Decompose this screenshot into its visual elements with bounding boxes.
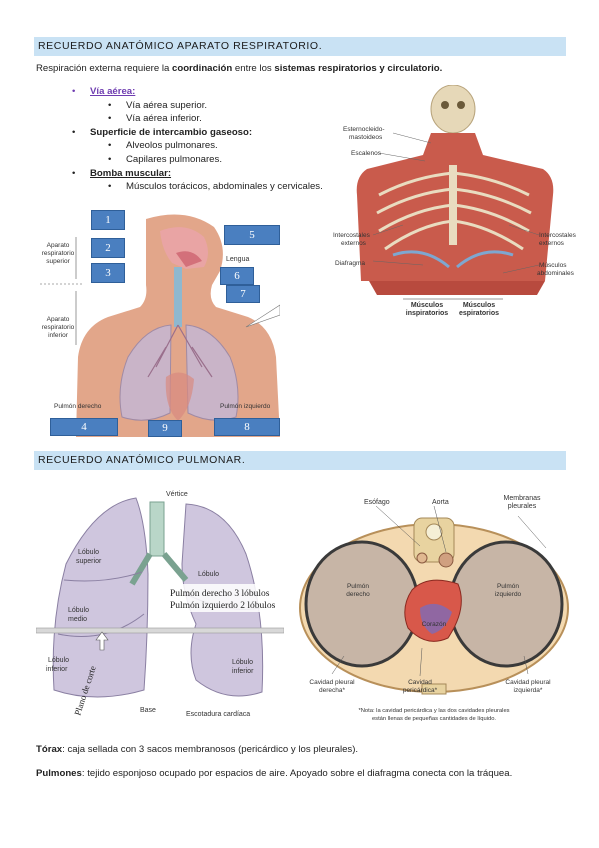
label-insp-2: inspiratorios [406,310,449,317]
label-membranas-1: Membranas [504,495,541,502]
label-aparato-inf-3: inferior [48,332,69,339]
number-box-5: 5 [224,225,280,245]
note-pulmon-izquierdo: Pulmón izquierdo 2 lóbulos [170,601,276,611]
note-pulmon-derecho: Pulmón derecho 3 lóbulos [170,589,270,599]
respiratory-system-illustration: Aparato respiratorio superior Aparato re… [36,207,280,437]
label-pulmon-der-1: Pulmón [347,583,369,590]
label-esofago: Esófago [364,499,390,506]
label-lobulo-sup-izq: Lóbulo [198,571,219,578]
label-lobulo-medio-2: medio [68,616,87,623]
label-nota-2: están llenas de pequeñas cantidades de l… [372,716,496,722]
label-aorta: Aorta [432,499,449,506]
label-corazon: Corazón [422,621,447,628]
label-musc-abd-1: Músculos [539,262,567,269]
label-vertice: Vértice [166,491,188,498]
label-cav-peri-2: pericárdica* [403,687,438,694]
lung-lobes-illustration: Pulmón derecho 3 lóbulos Pulmón izquierd… [36,484,284,720]
label-musc-abd-2: abdominales [537,270,575,277]
label-cav-peri-1: Cavidad [408,679,432,686]
number-box-2: 2 [91,238,125,258]
number-box-1: 1 [91,210,125,230]
components-list: Vía aérea: Vía aérea superior. Vía aérea… [70,85,323,194]
list-item-superficie: Superficie de intercambio gaseoso: [70,126,323,140]
list-subitem: Músculos torácicos, abdominales y cervic… [70,180,323,194]
list-subitem: Capilares pulmonares. [70,153,323,167]
label-escotadura: Escotadura cardíaca [186,711,250,718]
label-intercostales-l1: Intercostales [333,232,371,239]
label-base: Base [140,707,156,714]
list-subitem: Alveolos pulmonares. [70,139,323,153]
label-pulmon-der-2: derecho [346,591,370,598]
label-cav-izq-1: Cavidad pleural [505,679,551,686]
list-item-bomba: Bomba muscular: [70,167,323,181]
pulmones-paragraph: Pulmones: tejido esponjoso ocupado por e… [36,768,513,779]
label-cav-der-2: derecha* [319,687,345,694]
label-intercostales-l2: externos [341,240,367,247]
label-escalenos: Escalenos [351,150,382,157]
list-subitem: Vía aérea inferior. [70,112,323,126]
label-diafragma: Diafragma [335,260,365,267]
label-lobulo-inf-izq-1: Lóbulo [232,659,253,666]
list-item-via-aerea[interactable]: Vía aérea: [70,85,323,99]
label-esp-1: Músculos [463,302,495,309]
label-cav-izq-2: izquierda* [514,687,543,694]
respiratory-muscles-illustration: Esternocleido- mastoideos Escalenos Inte… [333,85,579,319]
label-aparato-inf-2: respiratorio [42,324,75,331]
label-lobulo-medio-1: Lóbulo [68,607,89,614]
label-membranas-2: pleurales [508,503,537,510]
label-lobulo-inf-izq-2: inferior [232,668,254,675]
respiratory-muscles-figure: Esternocleido- mastoideos Escalenos Inte… [333,85,579,319]
label-intercostales-r1: Intercostales [539,232,577,239]
label-pulmon-izq-2: izquierdo [495,591,522,598]
number-box-9: 9 [148,420,182,437]
section-title-pulmonar: RECUERDO ANATÓMICO PULMONAR. [34,451,566,470]
thorax-section-illustration: Esófago Aorta Membranas pleurales Pulmón… [296,488,578,724]
label-aparato-sup-2: respiratorio [42,250,75,257]
label-pulmon-izq-1: Pulmón [497,583,519,590]
label-lobulo-inferior-2: inferior [46,666,68,673]
label-lengua: Lengua [226,256,249,263]
label-esterno-2: mastoideos [349,134,383,141]
number-box-3: 3 [91,263,125,283]
lung-lobes-figure: Pulmón derecho 3 lóbulos Pulmón izquierd… [36,484,284,720]
intro-paragraph: Respiración externa requiere la coordina… [36,63,443,74]
respiratory-system-figure: Aparato respiratorio superior Aparato re… [36,207,280,437]
label-lobulo-superior-2: superior [76,558,102,565]
thorax-section-figure: Esófago Aorta Membranas pleurales Pulmón… [296,488,578,724]
label-aparato-inf-1: Aparato [47,316,70,323]
number-box-6: 6 [220,267,254,285]
number-box-4: 4 [50,418,118,436]
label-pulmon-izquierdo: Pulmón izquierdo [220,403,271,410]
label-insp-1: Músculos [411,302,443,309]
label-lobulo-superior-1: Lóbulo [78,549,99,556]
label-pulmon-derecho: Pulmón derecho [54,403,102,410]
label-cav-der-1: Cavidad pleural [309,679,355,686]
label-esterno-1: Esternocleido- [343,126,385,133]
label-aparato-sup-3: superior [46,258,70,265]
label-lobulo-inferior-1: Lóbulo [48,657,69,664]
label-nota-1: *Nota: la cavidad pericárdica y las dos … [358,708,509,714]
label-intercostales-r2: externos [539,240,565,247]
torax-paragraph: Tórax: caja sellada con 3 sacos membrano… [36,744,359,755]
label-esp-2: espiratorios [459,310,499,317]
label-aparato-sup-1: Aparato [47,242,70,249]
number-box-7: 7 [226,285,260,303]
section-title-respiratorio: RECUERDO ANATÓMICO APARATO RESPIRATORIO. [34,37,566,56]
list-subitem: Vía aérea superior. [70,99,323,113]
number-box-8: 8 [214,418,280,436]
